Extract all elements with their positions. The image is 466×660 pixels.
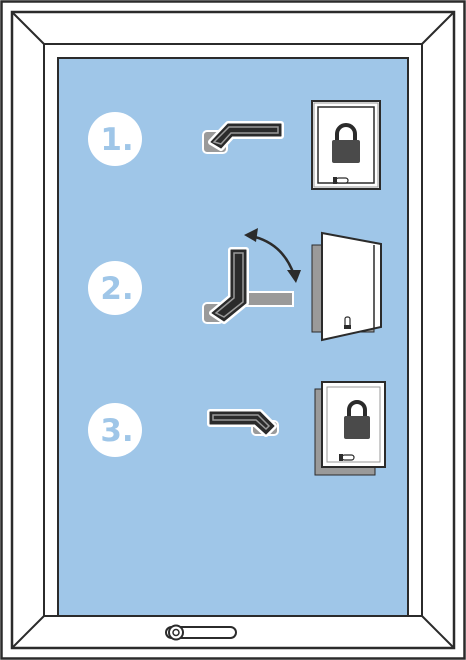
step-number: 1.: [100, 122, 133, 158]
step-number: 3.: [100, 413, 133, 449]
window-handle-icon: [166, 626, 236, 640]
sash-handle-icon: [339, 454, 354, 461]
step-badge: 2.: [88, 261, 142, 315]
sash-handle-icon: [344, 317, 351, 329]
sash-handle-icon: [333, 177, 348, 184]
step-badge: 3.: [88, 403, 142, 457]
step-badge: 1.: [88, 112, 142, 166]
step-number: 2.: [100, 271, 133, 307]
